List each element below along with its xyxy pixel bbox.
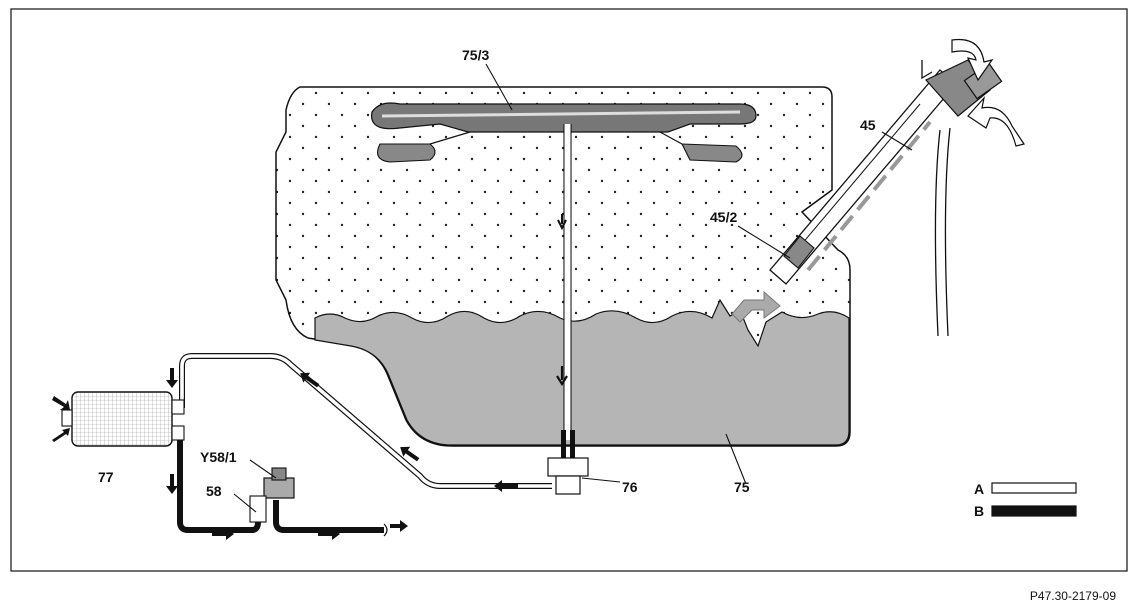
- flow-arrows-purge: [166, 474, 408, 540]
- flow-arrow-down-1: [557, 214, 567, 231]
- legend: A B: [974, 481, 1077, 519]
- rollover-valve: [370, 102, 757, 163]
- label-45-2: 45/2: [710, 209, 737, 225]
- filler-neck: [769, 59, 1003, 337]
- label-58: 58: [206, 483, 222, 499]
- purge-line-b-2: [273, 500, 384, 533]
- label-45: 45: [860, 117, 876, 133]
- liquid-fuel: [314, 298, 850, 446]
- air-arrow-top: [951, 38, 994, 82]
- label-77: 77: [98, 469, 114, 485]
- label-75: 75: [734, 479, 750, 495]
- legend-swatch-b: [991, 505, 1077, 517]
- vapor-arrow: [731, 290, 781, 323]
- fresh-air-arrows: [52, 396, 70, 442]
- fuel-tube-left: [561, 430, 566, 458]
- legend-key-a: A: [974, 481, 984, 497]
- vent-line-vertical: [563, 124, 572, 440]
- purge-valve: [249, 467, 295, 523]
- filler-vent-nozzle: [783, 235, 815, 269]
- vent-line-fill: [564, 124, 571, 440]
- leader-lines: [233, 63, 913, 513]
- purge-line-end: [383, 523, 388, 537]
- legend-key-b: B: [974, 503, 984, 519]
- outlet-valve-76: [547, 457, 589, 495]
- purge-line-b-1: [177, 440, 261, 533]
- vent-line-a-inner: [180, 354, 552, 488]
- flow-arrow-down-2: [556, 366, 568, 387]
- label-76: 76: [622, 479, 638, 495]
- figure-code: P47.30-2179-09: [1030, 589, 1116, 603]
- fuel-tube-right: [570, 430, 575, 458]
- label-75-3: 75/3: [462, 47, 489, 63]
- flow-arrows-vent: [166, 368, 518, 492]
- charcoal-canister: [61, 391, 185, 447]
- label-y58-1: Y58/1: [200, 449, 237, 465]
- legend-swatch-a: [991, 482, 1077, 494]
- air-arrow-right: [967, 95, 1025, 147]
- diagram-frame: [10, 8, 1128, 572]
